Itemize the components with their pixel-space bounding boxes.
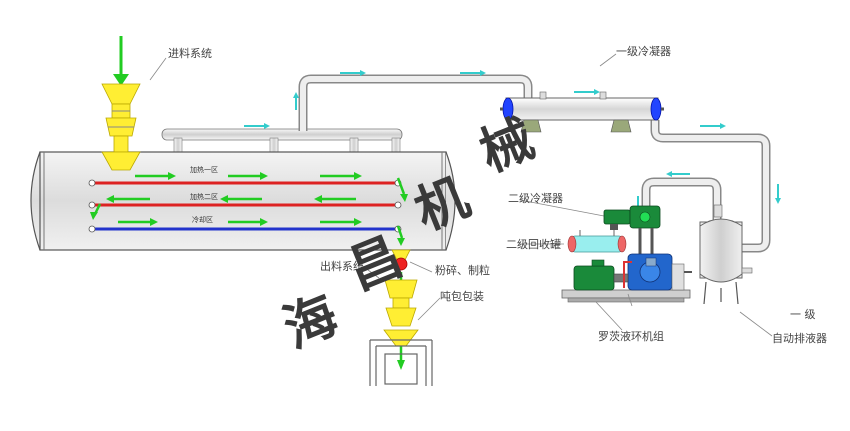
discharge-system <box>367 249 441 386</box>
feed-inlet <box>101 151 141 171</box>
label-crush-granulate: 粉碎、制粒 <box>435 263 490 277</box>
roots-liquid-ring-unit <box>561 205 692 307</box>
pump-motor <box>573 265 615 291</box>
label-secondary-recovery-tank: 二级回收罐 <box>506 237 561 251</box>
material-flow-arrows <box>90 172 408 370</box>
secondary-recovery-tank <box>567 230 627 253</box>
tube-label-cooling: 冷却区 <box>192 215 213 224</box>
feed-hopper <box>101 83 141 105</box>
ton-bag-frame <box>369 339 433 386</box>
heating-tube-2 <box>88 201 402 209</box>
label-ton-bag-packing: 吨包包装 <box>440 290 484 303</box>
tube-label-heating-1: 加热一区 <box>190 165 218 174</box>
label-discharge-system: 出料系统 <box>320 259 364 273</box>
roots-motor <box>603 209 631 225</box>
label-secondary-condenser: 二级冷凝器 <box>508 191 563 205</box>
primary-condenser <box>500 53 664 133</box>
vapor-flow-arrows <box>244 70 781 216</box>
vapor-piping <box>161 74 771 253</box>
feed-system <box>101 36 167 171</box>
label-primary-condenser: 一级冷凝器 <box>616 44 671 58</box>
label-feed-system: 进料系统 <box>168 46 212 60</box>
auto-drain-tank <box>699 204 773 337</box>
packing-funnel <box>383 329 419 347</box>
crusher-unit <box>394 257 408 271</box>
tube-label-heating-2: 加热二区 <box>190 192 218 201</box>
label-roots-liquid-ring-unit: 罗茨液环机组 <box>598 329 664 343</box>
label-auto-drain-line2: 自动排液器 <box>772 331 827 345</box>
label-auto-drain-line1: 一 级 <box>790 308 816 321</box>
discharge-hopper <box>384 279 418 299</box>
watermark-char-1: 海 <box>275 285 346 360</box>
dryer-shell <box>30 151 456 251</box>
